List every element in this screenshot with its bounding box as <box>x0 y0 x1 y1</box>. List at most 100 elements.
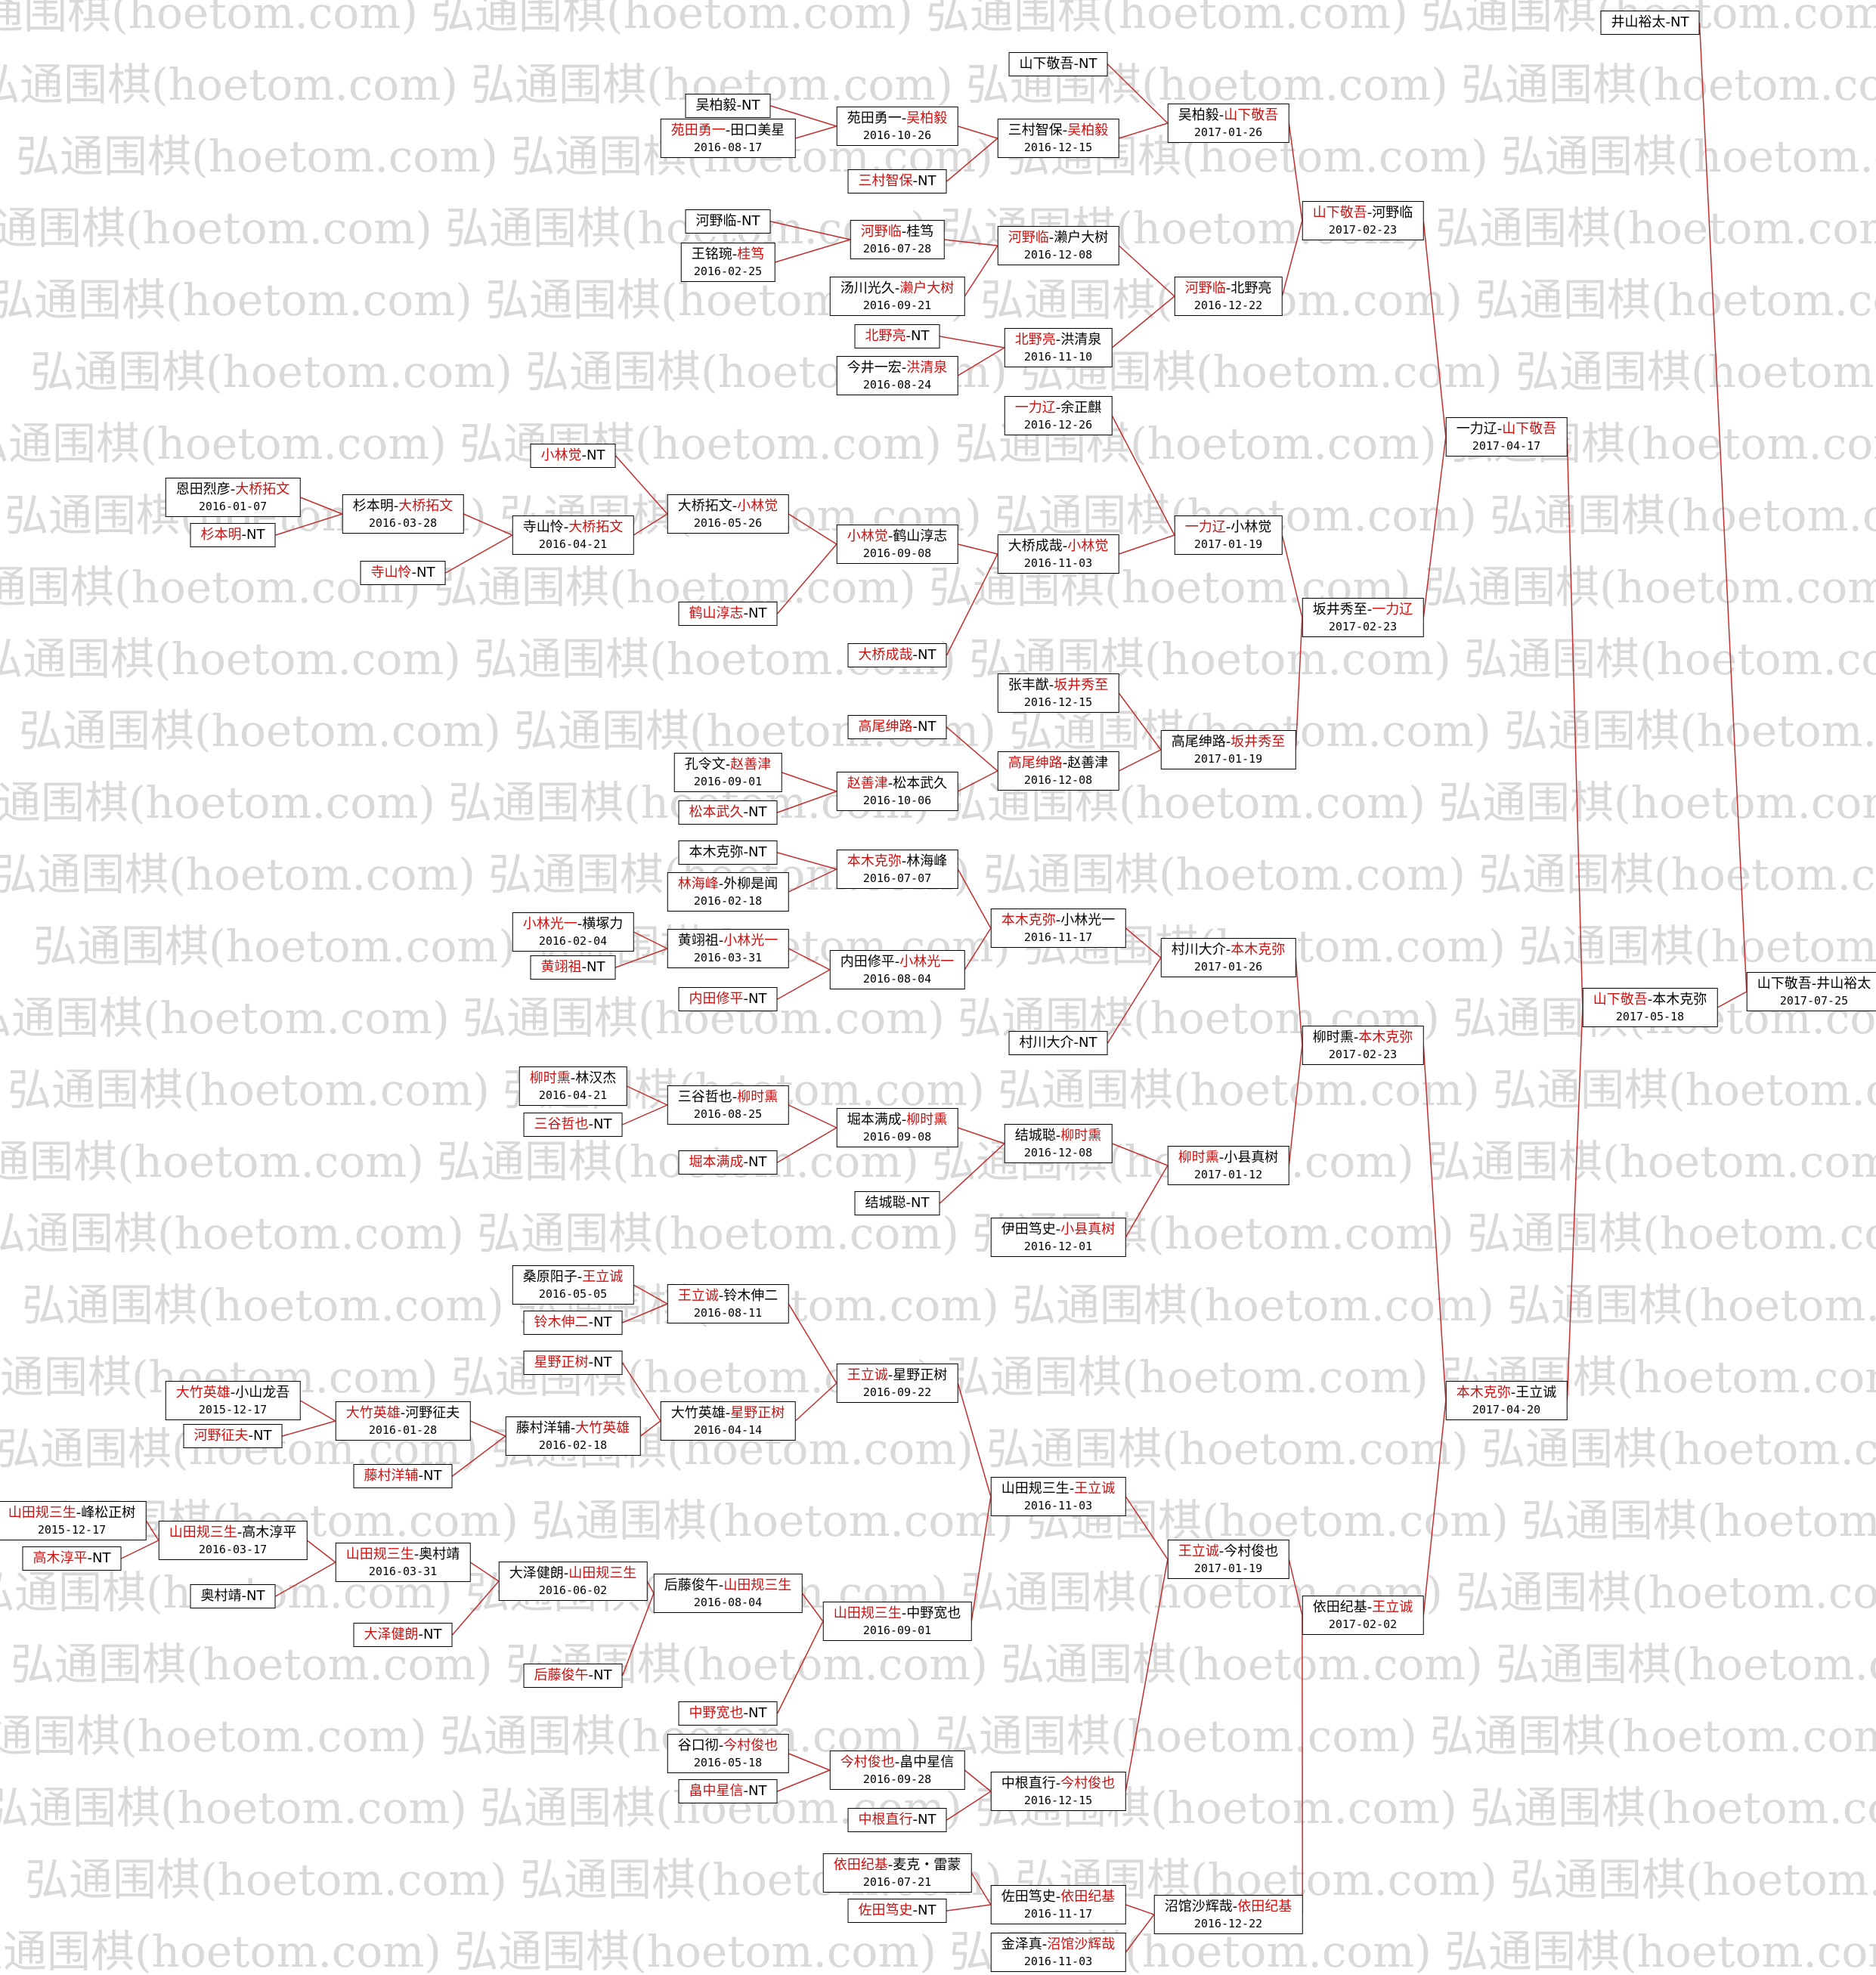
player-b-name: 王立诚 <box>1372 1599 1413 1615</box>
player-b-name: 山田规三生 <box>568 1565 637 1581</box>
match-date: 2017-01-19 <box>1193 1562 1263 1575</box>
connector-line <box>469 1562 500 1582</box>
player-b-name: 横塚力 <box>582 916 624 932</box>
connector-line <box>1422 436 1447 618</box>
player-b-name: NT <box>593 1354 612 1370</box>
match-node-yamada_okumura: 山田规三生-奥村靖 2016-03-31 <box>335 1543 471 1582</box>
connector-line <box>770 105 837 127</box>
player-b-name: NT <box>748 605 767 621</box>
match-label: 山田规三生-峰松正树 <box>8 1505 136 1521</box>
match-date: 2016-03-31 <box>693 951 763 964</box>
match-label: 小林光一-横塚力 <box>522 916 624 932</box>
connector-line <box>777 852 837 870</box>
match-label: 松本武久-NT <box>689 804 767 820</box>
player-b-name: 本木克弥 <box>1231 942 1286 958</box>
match-label: 大竹英雄-星野正树 <box>670 1405 785 1421</box>
player-b-name: 今村俊也 <box>1060 1775 1116 1791</box>
player-b-name: 本木克弥 <box>1652 992 1707 1008</box>
player-b-name: 小林觉 <box>1067 538 1109 554</box>
player-b-name: 麦克・雷蒙 <box>893 1857 961 1873</box>
match-date: 2016-03-31 <box>368 1565 438 1578</box>
player-b-name: 余正麒 <box>1060 400 1102 416</box>
match-label: 王立诚-今村俊也 <box>1178 1543 1279 1559</box>
match-date: 2016-08-04 <box>693 1596 763 1609</box>
player-a-name: 内田修平 <box>689 991 744 1007</box>
player-b-name: NT <box>92 1550 111 1566</box>
player-a-name: 一力辽 <box>1184 519 1226 535</box>
player-a-name: 黄翊祖 <box>677 933 719 949</box>
connector-line <box>776 1621 824 1714</box>
match-label: 依田纪基-麦克・雷蒙 <box>833 1857 961 1873</box>
player-b-name: 桂笃 <box>906 224 934 240</box>
match-date: 2016-10-26 <box>862 128 932 142</box>
player-b-name: NT <box>748 1154 767 1170</box>
player-b-name: NT <box>1079 1035 1097 1051</box>
match-label: 藤村洋辅-大竹英雄 <box>515 1420 630 1436</box>
player-b-name: NT <box>918 719 936 735</box>
match-label: 山田规三生-奥村靖 <box>345 1546 460 1562</box>
match-date: 2016-11-03 <box>1023 1499 1093 1512</box>
connector-line <box>971 1872 992 1905</box>
player-b-name: NT <box>253 1428 272 1444</box>
connector-line <box>1125 1904 1155 1915</box>
match-label: 佐田笃史-NT <box>858 1902 936 1918</box>
player-a-name: 林海峰 <box>677 876 719 892</box>
match-label: 佐田笃史-依田纪基 <box>1001 1889 1116 1905</box>
connector-line <box>452 1435 506 1477</box>
match-date: 2016-01-07 <box>198 500 268 513</box>
player-a-name: 一力辽 <box>1456 421 1497 437</box>
connector-line <box>306 1540 336 1563</box>
connector-line <box>622 1303 668 1323</box>
match-label: 吴柏毅-NT <box>695 98 760 113</box>
match-date: 2015-12-17 <box>37 1523 107 1537</box>
match-label: 本木克弥-NT <box>689 844 767 860</box>
match-date: 2017-02-23 <box>1328 223 1398 237</box>
connector-line <box>1125 927 1162 958</box>
match-label: 金泽真-沼馆沙辉哉 <box>1001 1936 1116 1952</box>
match-date: 2016-07-28 <box>862 242 932 255</box>
match-label: 鹤山淳志-NT <box>689 605 767 621</box>
connector-line <box>1111 415 1175 536</box>
player-b-name: NT <box>246 527 265 543</box>
match-node-motoki_nt: 本木克弥-NT <box>678 840 778 865</box>
player-a-name: 村川大介 <box>1171 942 1226 958</box>
connector-line <box>1107 957 1162 1044</box>
player-a-name: 后藤俊午 <box>534 1667 589 1683</box>
connector-line <box>626 1085 668 1106</box>
player-a-name: 松本武久 <box>689 804 744 820</box>
match-date: 2017-01-26 <box>1193 125 1263 139</box>
player-b-name: 松本武久 <box>893 775 948 791</box>
connector-line <box>470 1420 506 1437</box>
match-date: 2016-11-17 <box>1023 1907 1093 1921</box>
connector-line <box>958 1127 1005 1144</box>
match-label: 河野临-北野亮 <box>1184 280 1272 296</box>
match-date: 2016-09-01 <box>693 775 763 788</box>
player-a-name: 藤村洋辅 <box>515 1420 571 1436</box>
player-a-name: 北野亮 <box>865 328 906 344</box>
connector-line <box>646 1580 655 1594</box>
player-a-name: 河野临 <box>695 213 737 229</box>
player-b-name: 峰松正树 <box>81 1505 136 1521</box>
match-node-terayama_nt: 寺山怜-NT <box>360 561 446 585</box>
player-a-name: 山田规三生 <box>169 1525 237 1540</box>
match-label: 内田修平-NT <box>689 991 767 1007</box>
match-label: 谷口彻-今村俊也 <box>677 1738 779 1754</box>
player-b-name: 高木淳平 <box>242 1525 297 1540</box>
match-node-mitani_nt: 三谷哲也-NT <box>523 1113 623 1137</box>
player-b-name: 桂笃 <box>737 246 765 262</box>
player-b-name: 小林光一 <box>1060 912 1116 928</box>
player-b-name: 畠中星信 <box>899 1754 955 1770</box>
